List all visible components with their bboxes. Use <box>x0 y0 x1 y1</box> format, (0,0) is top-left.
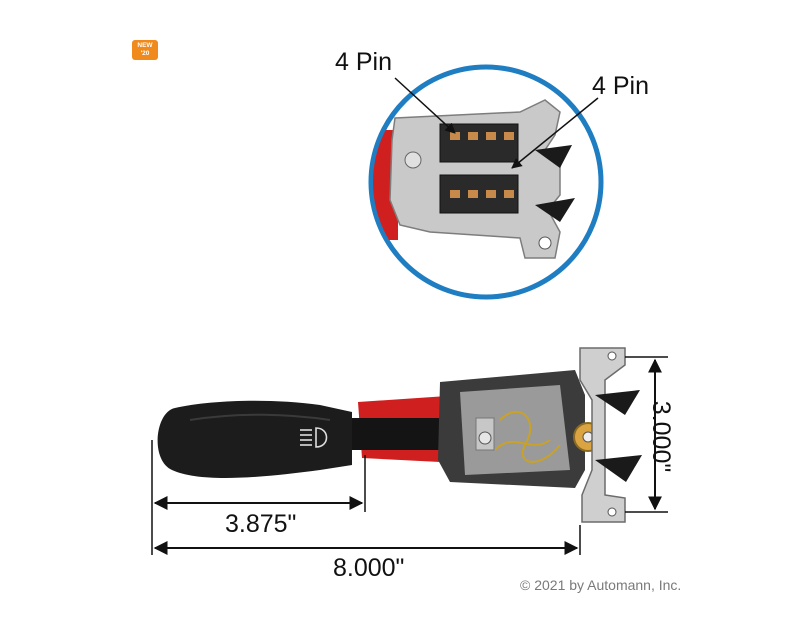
dimension-label-height: 3.000" <box>647 400 676 473</box>
new-badge-line2: '20 <box>140 50 150 57</box>
switch-assembly <box>157 347 642 523</box>
dimension-label-short: 3.875" <box>225 510 297 538</box>
callout-label-right: 4 Pin <box>592 72 649 100</box>
copyright-notice: © 2021 by Automann, Inc. <box>520 577 682 593</box>
new-badge-line1: NEW <box>137 42 153 49</box>
pointer-right <box>511 97 599 169</box>
callout-label-left: 4 Pin <box>335 48 392 76</box>
detail-upper-clip <box>535 145 572 168</box>
connector-detail <box>368 64 604 300</box>
dimension-lines <box>151 356 668 555</box>
new-badge: NEW '20 <box>132 40 158 60</box>
mounting-bracket <box>579 347 626 523</box>
lower-clip <box>595 455 642 482</box>
wire-yellow <box>499 410 561 463</box>
dimension-label-total: 8.000" <box>333 554 405 582</box>
headlight-icon <box>300 427 328 448</box>
upper-clip <box>595 390 640 415</box>
switch-inner <box>460 385 570 475</box>
pointer-left <box>394 77 456 134</box>
lever-handle <box>157 400 352 478</box>
detail-lower-clip <box>535 198 575 222</box>
